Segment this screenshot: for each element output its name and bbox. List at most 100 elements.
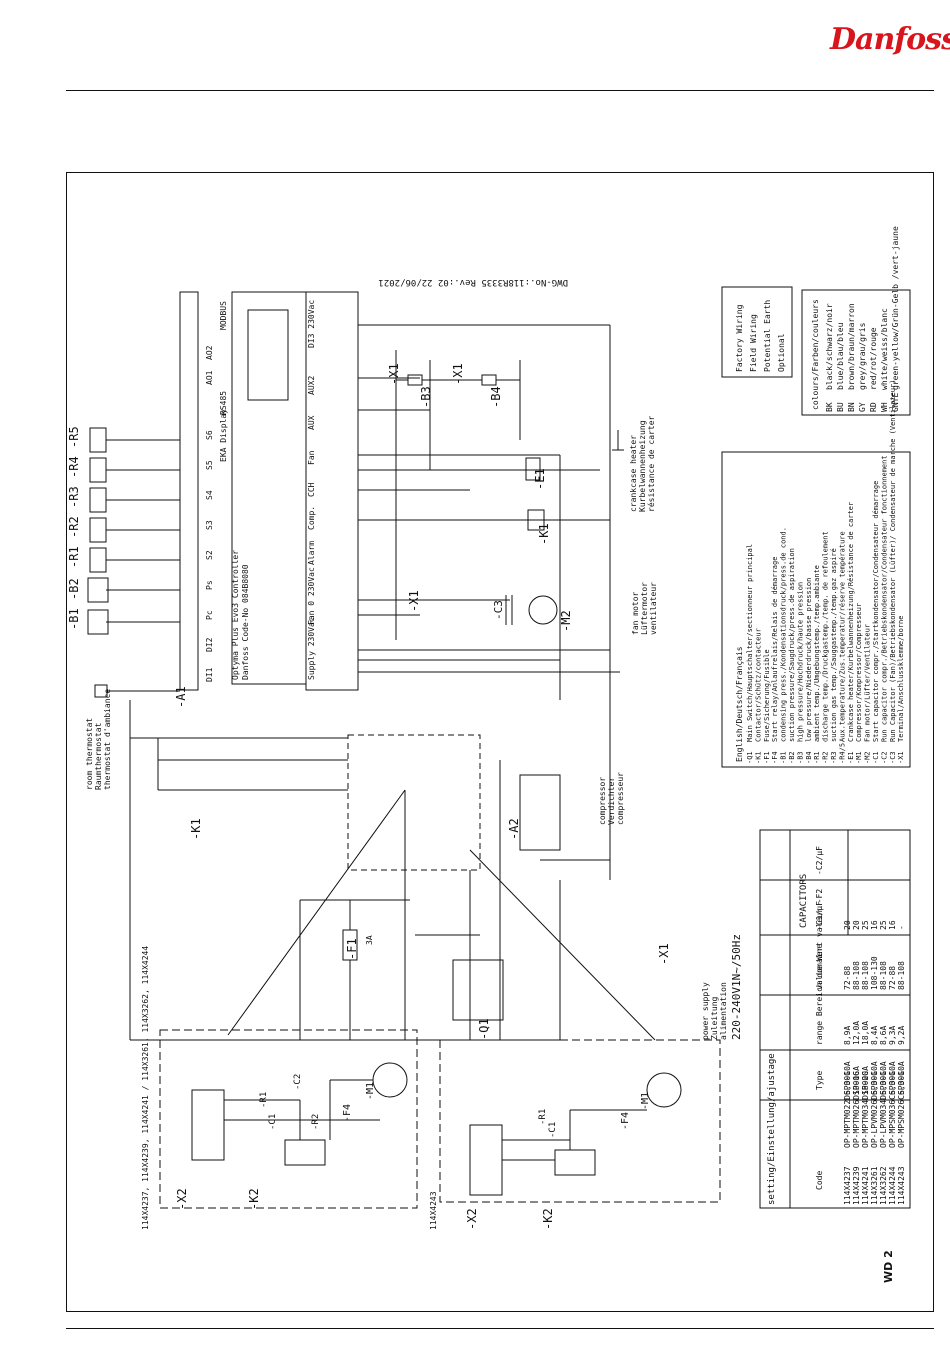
compressor-de: Verdichter (607, 777, 616, 825)
k1-coil (527, 509, 545, 531)
color-code: GY (858, 402, 867, 412)
settings-cell: 6,3-10A (870, 1061, 879, 1095)
settings-cell: 88-108 (897, 961, 906, 990)
terminal-group-ao1: AO1 (205, 370, 214, 385)
settings-cell: 20 (852, 920, 861, 930)
drawing-number: DWG-No.:118R3335 Rev.:02 22/06/2021 (378, 277, 568, 287)
component-name: Fuse/Sicherung/Fusible (763, 649, 771, 742)
crankcase-heater-e1 (525, 457, 541, 481)
f1-label: -F1 (345, 938, 359, 960)
settings-cell: 88-108 (861, 961, 870, 990)
wiring-legend-field: Field Wiring (749, 314, 758, 372)
power-supply-fr: alimentation (719, 982, 728, 1040)
component-name: Fan motor/Lüfter/Ventilateur (864, 624, 872, 742)
settings-cell: 108-130 (870, 956, 879, 990)
component-name: discharge temp./Druckgastemp./temp. de r… (822, 531, 830, 742)
m2-label: -M2 (559, 610, 573, 632)
component-code: -F4 (771, 751, 779, 764)
settings-cell: 12,0A (852, 1021, 861, 1045)
sensor-symbols (87, 427, 180, 635)
settings-cell: 72-88 (843, 966, 852, 990)
settings-cell: 6,3-10A (897, 1061, 906, 1095)
footer-rule (66, 1328, 934, 1329)
component-code: -C2 (880, 751, 888, 764)
settings-cell: 8,6A (879, 1026, 888, 1045)
settings-cell: 114X4244 (888, 1166, 897, 1205)
terminal-group-aux: AUX (307, 415, 316, 430)
component-name: Terminal/Anschlussklemme/borne (897, 616, 905, 742)
sensor-r3-symbol (89, 487, 107, 513)
color-code: BN (847, 402, 856, 412)
k2-b-label: -K2 (541, 1208, 555, 1230)
sensor-b1-label: -B1 (67, 608, 81, 630)
component-name: Start relay/Anlaufrelais/Relais de démar… (771, 557, 779, 742)
x2-b-label: -X2 (465, 1208, 479, 1230)
component-code: -B3 (796, 751, 804, 764)
terminal-group-di3: DI3 230Vac (307, 300, 316, 348)
component-name: condensing press./Kondensationsdruck/pre… (780, 527, 788, 742)
r1-a-label: -R1 (259, 1092, 269, 1108)
variant-b-label: 114X4243 (429, 1191, 438, 1230)
settings-cell: OP-MPTM022DSP00G (843, 1071, 852, 1148)
f4-a-label: -F4 (342, 1104, 353, 1122)
x2-a-label: -X2 (175, 1188, 189, 1210)
crankcase-heater-en: crankcase heater (629, 435, 638, 512)
m1-b-label: -M1 (640, 1092, 651, 1110)
power-supply-de: Zuleitung (710, 996, 719, 1040)
capacitors-header: CAPACITORS (799, 874, 809, 928)
sensor-group-di2: DI2 (205, 637, 214, 652)
compressor-fr: compresseur (616, 772, 625, 825)
b3-switch (407, 374, 423, 386)
terminal-group-fan-0-230: Fan 0 230Vac (307, 567, 316, 625)
settings-cell: OP-MPTM034DSP00G (861, 1071, 870, 1148)
power-supply-en: power supply (701, 982, 710, 1040)
c3-label: -C3 (492, 600, 505, 620)
settings-cell: 8,4A (870, 1026, 879, 1045)
settings-header: -C1/µF (815, 901, 824, 930)
drawing-frame (66, 172, 934, 1312)
terminal-group-eka: EKA Display (219, 409, 228, 462)
settings-header: Code (815, 1171, 824, 1190)
color-code: GNYE (891, 393, 900, 412)
wiring-legend-factory: Factory Wiring (735, 304, 744, 372)
settings-table-box (759, 829, 911, 1209)
settings-header: value Wert valeur -F2 (815, 889, 824, 990)
settings-cell: 114X3261 (870, 1166, 879, 1205)
component-code: -X1 (897, 751, 905, 764)
terminal-group-comp: Comp. (307, 506, 316, 530)
sensor-b2-label: -B2 (67, 578, 81, 600)
sensor-r1-label: -R1 (67, 546, 81, 568)
controller-display-box (231, 291, 307, 685)
f4-b-label: -F4 (620, 1112, 631, 1130)
fan-motor-fr: ventilateur (649, 582, 658, 635)
settings-cell: 114X4243 (897, 1166, 906, 1205)
wiring-lines (94, 291, 721, 1209)
settings-cell: OP-MPSM026CSP00G (897, 1071, 906, 1148)
settings-table-rows: 114X4237OP-MPTM022DSP00G6,3-10A8,9A72-88… (843, 920, 906, 1205)
thermostat-region (347, 734, 481, 871)
color-name: grey/grau/gris (858, 322, 867, 390)
sensor-group-ps: Ps (205, 580, 214, 590)
settings-cell: 6,3-10A (843, 1061, 852, 1095)
component-code: -B2 (788, 751, 796, 764)
settings-cell: OP-MPSM036CSP00G (888, 1071, 897, 1148)
terminal-group-fan: Fan (307, 450, 316, 465)
color-code: BU (836, 402, 845, 412)
room-thermostat-en: room thermostat (85, 718, 94, 790)
controller-code: Danfoss Code-No 084B8080 (241, 564, 250, 680)
m1-a-label: -M1 (365, 1082, 376, 1100)
e1-label: -E1 (533, 468, 547, 490)
component-name: Crankcase heater/Kurbelwannenheizung/Rés… (847, 502, 855, 742)
color-code: BK (825, 402, 834, 412)
settings-header: Type (815, 1071, 824, 1090)
component-code: -R2 (822, 751, 830, 764)
component-code: -B4 (805, 751, 813, 764)
b4-switch (481, 374, 497, 386)
settings-cell: - (897, 925, 906, 930)
b3-label: -B3 (419, 386, 433, 408)
sensor-r4-label: -R4 (67, 456, 81, 478)
settings-cell: 18,0A (861, 1021, 870, 1045)
settings-cell: OP-MPTM026DSP00G (852, 1071, 861, 1148)
